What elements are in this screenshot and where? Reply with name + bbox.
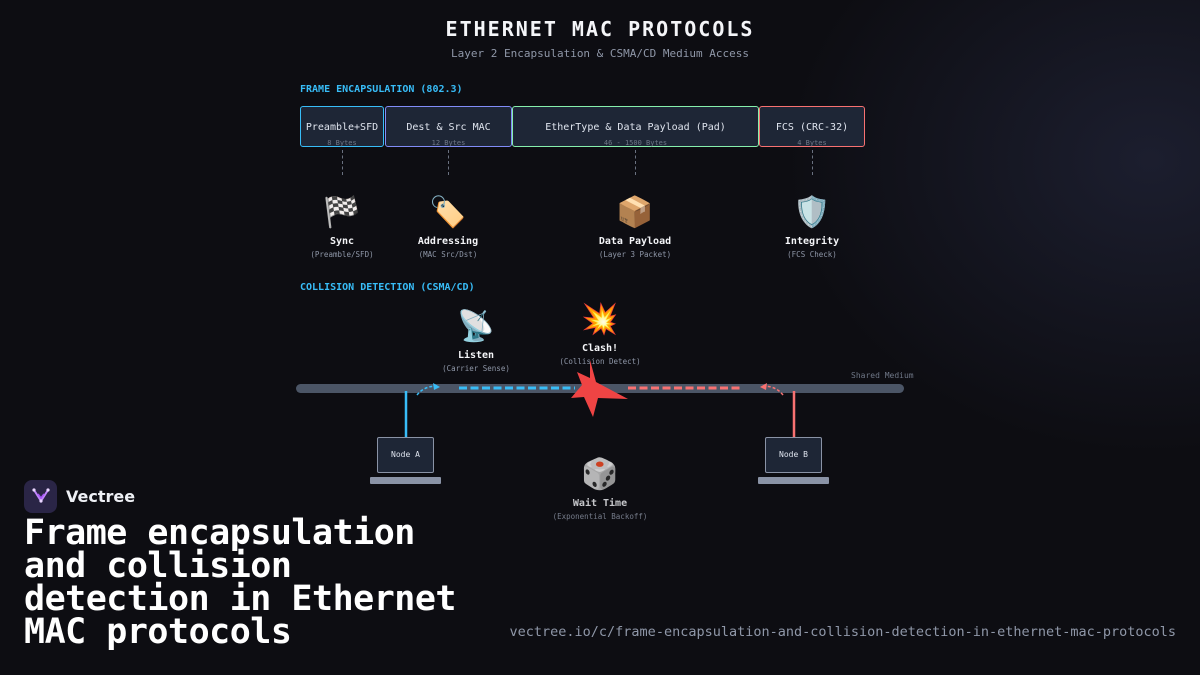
node-b-label: Node B (765, 437, 822, 473)
step-name: Clash! (581, 343, 619, 354)
role-sync: 🏁 Sync (Preamble/SFD) (272, 195, 412, 259)
role-desc: (Layer 3 Packet) (598, 250, 672, 259)
node-a: Node A (370, 437, 442, 484)
node-b: Node B (758, 437, 830, 484)
frame-field-preamble: Preamble+SFD 8 Bytes (300, 106, 384, 147)
page-title: ETHERNET MAC PROTOCOLS (445, 17, 755, 41)
step-wait: 🎲 Wait Time (Exponential Backoff) (530, 457, 670, 521)
laptop-base (758, 477, 829, 484)
shared-medium-label: Shared Medium (851, 371, 914, 380)
step-desc: (Carrier Sense) (442, 364, 510, 373)
dice-icon: 🎲 (581, 457, 619, 492)
role-name: Sync (329, 236, 355, 247)
page-subtitle: Layer 2 Encapsulation & CSMA/CD Medium A… (450, 47, 749, 60)
frame-field-size: 8 Bytes (327, 139, 357, 147)
step-desc: (Collision Detect) (559, 357, 641, 366)
frame-field-label: FCS (CRC-32) (775, 122, 849, 133)
frame-field-fcs: FCS (CRC-32) 4 Bytes (759, 106, 865, 147)
role-desc: (MAC Src/Dst) (418, 250, 478, 259)
step-listen: 📡 Listen (Carrier Sense) (406, 309, 546, 373)
shield-icon: 🛡️ (793, 195, 831, 230)
role-data-payload: 📦 Data Payload (Layer 3 Packet) (565, 195, 705, 259)
role-name: Integrity (784, 236, 840, 247)
step-name: Wait Time (572, 498, 628, 509)
role-desc: (Preamble/SFD) (310, 250, 374, 259)
step-desc: (Exponential Backoff) (552, 512, 648, 521)
step-name: Listen (457, 350, 495, 361)
frame-field-size: 46 - 1500 Bytes (603, 139, 668, 147)
connector-line (812, 150, 813, 175)
brand-name: Vectree (66, 486, 136, 506)
role-addressing: 🏷️ Addressing (MAC Src/Dst) (378, 195, 518, 259)
explosion-icon: 💥 (581, 302, 619, 337)
laptop-base (370, 477, 441, 484)
encapsulation-section-label: FRAME ENCAPSULATION (802.3) (300, 84, 463, 95)
package-icon: 📦 (616, 195, 654, 230)
frame-field-mac: Dest & Src MAC 12 Bytes (385, 106, 512, 147)
frame-field-size: 12 Bytes (431, 139, 466, 147)
collision-section-label: COLLISION DETECTION (CSMA/CD) (300, 282, 475, 293)
connector-line (635, 150, 636, 175)
headline: Frame encapsulation and collision detect… (24, 513, 457, 652)
tag-icon: 🏷️ (429, 195, 467, 230)
node-a-label: Node A (377, 437, 434, 473)
brand: Vectree (24, 479, 135, 513)
vectree-logo-icon (24, 479, 57, 513)
frame-field-label: Preamble+SFD (305, 122, 379, 133)
role-name: Addressing (417, 236, 479, 247)
source-url[interactable]: vectree.io/c/frame-encapsulation-and-col… (509, 624, 1176, 640)
frame-field-payload: EtherType & Data Payload (Pad) 46 - 1500… (512, 106, 759, 147)
step-clash: 💥 Clash! (Collision Detect) (530, 302, 670, 366)
collision-burst-icon (571, 360, 628, 417)
node-b-arrowhead (760, 383, 767, 390)
connector-line (342, 150, 343, 175)
satellite-dish-icon: 📡 (457, 309, 495, 344)
frame-field-size: 4 Bytes (797, 139, 827, 147)
role-desc: (FCS Check) (787, 250, 837, 259)
node-a-arrowhead (433, 383, 440, 390)
connector-line (448, 150, 449, 175)
frame-field-label: EtherType & Data Payload (Pad) (545, 122, 726, 133)
checkered-flag-icon: 🏁 (323, 195, 361, 230)
role-name: Data Payload (598, 236, 672, 247)
frame-field-label: Dest & Src MAC (406, 122, 491, 133)
role-integrity: 🛡️ Integrity (FCS Check) (742, 195, 882, 259)
